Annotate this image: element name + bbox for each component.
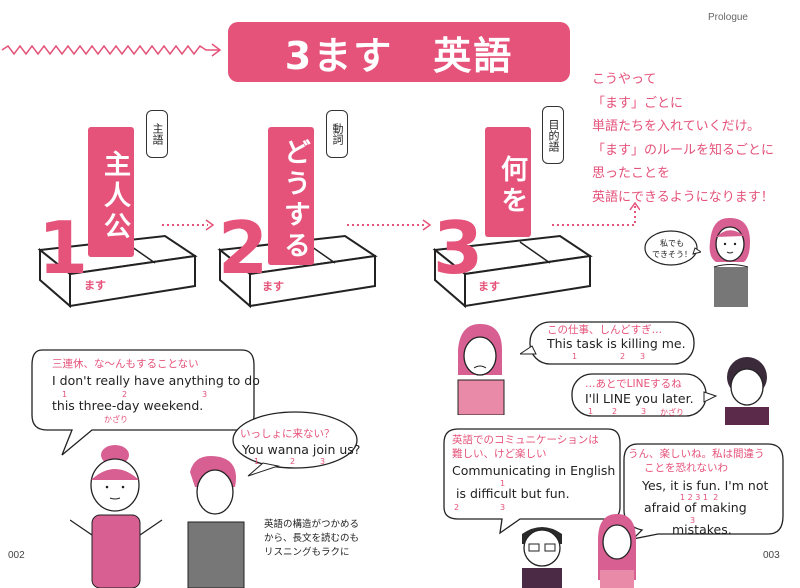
dotted-arrow-1	[162, 219, 215, 231]
dialogue-2-jp: いっしょに来ない？	[240, 428, 335, 440]
note-text: 英語の構造がつかめる から、長文を読むのも リスニングもラクに	[264, 519, 360, 558]
dotted-arrow-3	[552, 201, 640, 226]
dialogue-1-num1: 1	[62, 390, 68, 399]
character-woman-glasses	[598, 514, 636, 588]
dialogue-1-line1: I don't really have anything to do	[52, 373, 260, 388]
dialogue-5-line2: is difficult but fun.	[456, 486, 570, 501]
character-woman-right-top	[457, 324, 505, 415]
dialogue-5-num1: 1	[500, 479, 506, 488]
masu-label-3: ます	[478, 280, 500, 293]
speech-bubble-2	[232, 411, 358, 477]
masu-box-3	[432, 234, 593, 309]
girl-top-speech: 私でも できそう！	[652, 239, 692, 259]
masu-box-2	[217, 234, 378, 309]
dialogue-6-line3: mistakes.	[672, 522, 732, 537]
dialogue-1-jp: 三連休、な〜んもすることない	[52, 358, 199, 370]
dialogue-6-line1: Yes, it is fun. I'm not	[642, 478, 769, 493]
masu-label-2: ます	[262, 280, 284, 293]
dialogue-6-nums: 1 2 3 1 2	[680, 493, 719, 502]
subject-tag: 主語	[146, 110, 168, 158]
dialogue-4-num1: 1	[588, 407, 594, 416]
dialogue-3-line1: This task is killing me.	[547, 336, 686, 351]
girl-illustration	[709, 217, 750, 307]
dialogue-2-line1: You wanna join us?	[242, 442, 361, 457]
dialogue-6-jp2: ことを恐れないわ	[644, 462, 728, 474]
character-woman-left	[70, 445, 163, 588]
subject-word: 主人公	[88, 127, 134, 257]
box-number-1: 1	[38, 206, 89, 290]
dialogue-3-num3: 3	[640, 352, 646, 361]
dialogue-4-line1: I'll LINE you later.	[585, 391, 694, 406]
dialogue-1-kazari: かざり	[104, 415, 128, 424]
verb-word: どうする	[268, 127, 314, 265]
speech-bubble-6	[623, 443, 784, 540]
speech-bubble-1	[31, 349, 255, 456]
dotted-arrow-2	[347, 219, 432, 231]
zigzag-arrow	[1, 43, 222, 57]
dialogue-4-num3: 3	[641, 407, 647, 416]
character-man-glasses	[522, 527, 562, 588]
dialogue-3-jp: この仕事、しんどすぎ…	[547, 324, 663, 336]
dialogue-3-num2: 2	[620, 352, 626, 361]
dialogue-3-num1: 1	[572, 352, 578, 361]
section-label: Prologue	[707, 12, 748, 23]
dialogue-2-num1: 1	[254, 457, 260, 466]
verb-tag: 動詞	[326, 110, 348, 158]
dialogue-6-line2: afraid of making	[644, 500, 747, 515]
dialogue-6-num3: 3	[690, 516, 696, 525]
dialogue-1-line2: this three-day weekend.	[52, 398, 204, 413]
speech-bubble-girl-top	[644, 230, 701, 266]
dialogue-6-jp1: うん、楽しいね。私は間違う	[628, 448, 765, 460]
dialogue-2-num2: 2	[290, 457, 296, 466]
dialogue-2-num3: 3	[320, 457, 326, 466]
speech-bubble-4	[571, 373, 718, 417]
dialogue-4-kazari: かざり	[660, 408, 684, 417]
dialogue-5-num3: 3	[500, 503, 506, 512]
dialogue-4-num2: 2	[612, 407, 618, 416]
object-word: 何を	[485, 127, 531, 237]
character-man-left	[187, 456, 245, 588]
page-title: 3ます 英語	[228, 22, 570, 82]
dialogue-5-num2: 2	[454, 503, 460, 512]
dialogue-5-jp2: 難しい、けど楽しい	[452, 448, 547, 460]
object-tag: 目的語	[542, 106, 564, 164]
speech-bubble-5	[443, 428, 621, 535]
dialogue-1-num2: 2	[122, 390, 128, 399]
dialogue-1-num3: 3	[202, 390, 208, 399]
intro-text: こうやって 「ます」ごとに 単語たちを入れていくだけ。 「ます」のルールを知るご…	[592, 72, 775, 205]
character-man-right	[725, 357, 769, 425]
dialogue-4-jp: …あとでLINEするね	[585, 378, 682, 390]
page-number-right: 003	[763, 550, 780, 561]
dialogue-5-jp1: 英語でのコミュニケーションは	[452, 434, 599, 446]
page-number-left: 002	[8, 550, 25, 561]
box-number-3: 3	[433, 206, 484, 290]
dialogue-5-line1: Communicating in English	[452, 463, 616, 478]
speech-bubble-3	[520, 321, 695, 365]
box-number-2: 2	[218, 206, 269, 290]
masu-label-1: ます	[84, 279, 106, 292]
